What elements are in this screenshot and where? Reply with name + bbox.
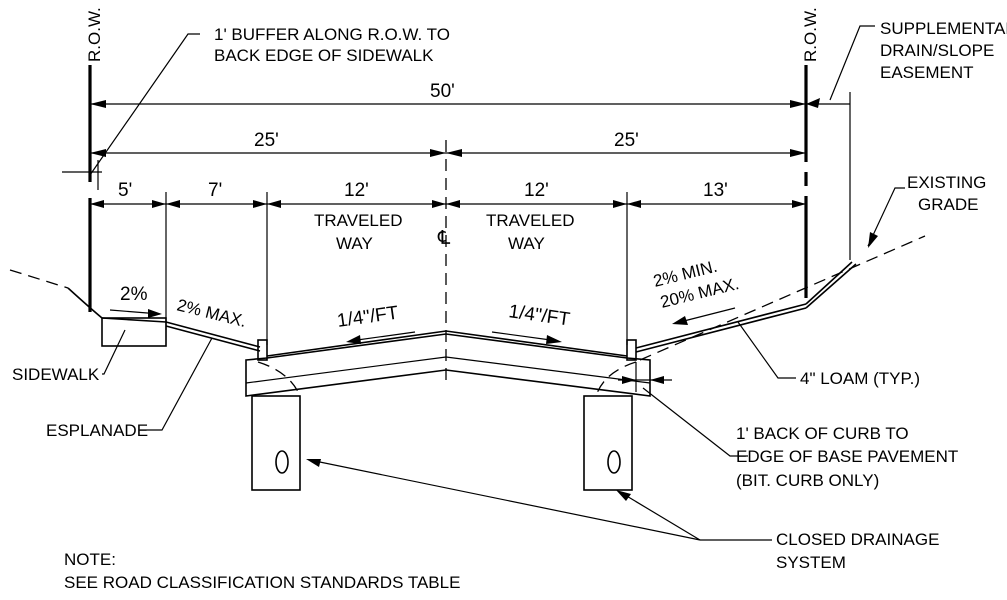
dim-25-arrow-3 (446, 149, 462, 157)
easement-arrow (806, 98, 820, 108)
right-fill-slope-2 (805, 263, 857, 309)
curb-back-arrow-1 (622, 376, 636, 384)
lane-right-slope-label: 1/4"/FT (507, 301, 571, 330)
dim-lane-left-label: 12' (344, 180, 369, 201)
dim-25-arrow-1 (90, 149, 106, 157)
drain-leader-right (619, 491, 701, 541)
row-label-left: R.O.W. (85, 7, 104, 62)
right-drain-structure (583, 395, 633, 491)
drain-leader-left-head (306, 459, 321, 467)
drain-leader-right-head (616, 490, 631, 501)
easement-leader (829, 25, 875, 101)
right-fill-slope (805, 261, 853, 305)
right-slope-head (672, 316, 688, 325)
sidewalk-leader (102, 329, 126, 375)
dim-shoulder-label: 13' (703, 180, 728, 201)
lane-left-slope-head (346, 335, 361, 344)
seg-arrow-10 (792, 200, 806, 208)
buffer-label-line2: BACK EDGE OF SIDEWALK (214, 46, 434, 65)
sidewalk-slope-head (148, 309, 162, 318)
traveled-way-left-line1: TRAVELED (314, 211, 403, 230)
easement-label-line1: SUPPLEMENTAL (880, 19, 1007, 38)
sidewalk-block (101, 317, 167, 347)
easement-label-line2: DRAIN/SLOPE (880, 41, 994, 60)
right-drain-pipe (607, 450, 621, 474)
seg-arrow-9 (627, 200, 641, 208)
esplanade-surface (165, 321, 261, 348)
centerline-symbol: ℄ (437, 228, 451, 249)
existing-grade-leader (867, 187, 905, 247)
curb-label-line3: (BIT. CURB ONLY) (736, 471, 879, 490)
dim-lane-right-label: 12' (524, 180, 549, 201)
existing-grade-arrow (868, 232, 878, 248)
dim-esplanade-label: 7' (208, 180, 222, 201)
drain-label-line2: SYSTEM (776, 553, 846, 572)
existing-grade-label-line1: EXISTING (907, 173, 986, 192)
dim-50-label: 50' (430, 81, 455, 102)
dim-25-right-label: 25' (614, 130, 639, 151)
existing-grade-right (639, 235, 926, 361)
dim-25-arrow-2 (430, 149, 446, 157)
left-curb (257, 339, 268, 361)
drain-leader-left (309, 459, 701, 541)
seg-arrow-1 (90, 200, 104, 208)
curb-leader (642, 387, 748, 457)
sidewalk-label: SIDEWALK (12, 365, 100, 384)
curb-back-arrow-2 (650, 376, 664, 384)
curb-label-line2: EDGE OF BASE PAVEMENT (736, 447, 958, 466)
seg-arrow-8 (613, 200, 627, 208)
left-ground (67, 287, 103, 319)
existing-grade-left (9, 269, 69, 289)
dim-sidewalk-label: 5' (118, 180, 132, 201)
easement-label-line3: EASEMENT (880, 63, 974, 82)
sidewalk-slope-label: 2% (120, 284, 148, 305)
lane-left-slope-label: 1/4"/FT (336, 303, 400, 332)
left-drain-structure (251, 395, 301, 491)
pavement-base-left (257, 361, 301, 397)
dim-25-arrow-4 (790, 149, 806, 157)
dim-50-arrow-right (790, 100, 806, 108)
traveled-way-left-line2: WAY (336, 234, 373, 253)
right-slope-surface-2 (635, 307, 807, 353)
existing-grade-label-line2: GRADE (918, 195, 978, 214)
seg-arrow-7 (446, 200, 460, 208)
esplanade-leader (140, 337, 213, 431)
seg-arrow-6 (432, 200, 446, 208)
pavement-section (245, 333, 651, 397)
traveled-way-right-line1: TRAVELED (486, 211, 575, 230)
loam-label: 4" LOAM (TYP.) (800, 369, 920, 388)
seg-arrow-2 (152, 200, 166, 208)
right-slope-surface (635, 303, 807, 349)
seg-arrow-5 (267, 200, 281, 208)
lane-right-slope-head (546, 335, 562, 344)
curb-label-line1: 1' BACK OF CURB TO (736, 424, 909, 443)
note-text: SEE ROAD CLASSIFICATION STANDARDS TABLE (64, 573, 460, 592)
note-heading: NOTE: (64, 550, 116, 569)
pavement-top-surface (266, 330, 628, 357)
esplanade-slope-label: 2% MAX. (175, 295, 248, 331)
buffer-label-line1: 1' BUFFER ALONG R.O.W. TO (214, 25, 450, 44)
sidewalk-top (101, 317, 167, 323)
traveled-way-right-line2: WAY (508, 234, 545, 253)
esplanade-surface-2 (165, 325, 261, 352)
dim-50-arrow-left (90, 100, 106, 108)
left-drain-pipe (275, 450, 289, 474)
right-curb (626, 339, 637, 361)
esplanade-label: ESPLANADE (46, 421, 148, 440)
pavement-layer-line (245, 356, 651, 384)
seg-arrow-4 (253, 200, 267, 208)
seg-arrow-3 (166, 200, 180, 208)
dim-25-left-label: 25' (254, 130, 279, 151)
drain-label-line1: CLOSED DRAINAGE (776, 530, 939, 549)
row-label-right: R.O.W. (801, 7, 820, 62)
lane-left-slope-arrow (349, 331, 416, 342)
buffer-leader (89, 33, 200, 176)
loam-leader (737, 321, 796, 379)
pavement-base-right (595, 361, 637, 397)
